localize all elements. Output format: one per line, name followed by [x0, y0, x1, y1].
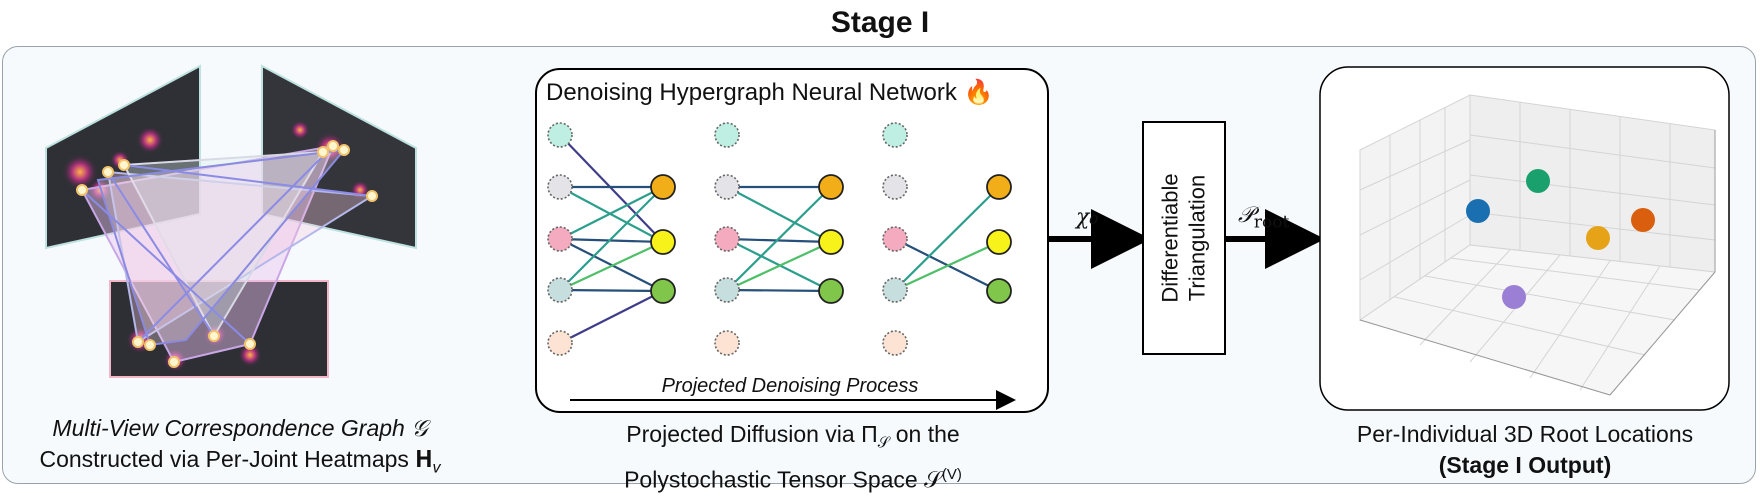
root-points [1466, 169, 1655, 309]
right-caption-line2: (Stage I Output) [1438, 452, 1612, 478]
source-node [882, 122, 908, 148]
hyperedge [726, 237, 832, 244]
network-title: Denoising Hypergraph Neural Network 🔥 [546, 78, 993, 107]
triangulation-line1: Differentiable [1158, 173, 1184, 303]
target-node [818, 229, 844, 255]
hyperedge [559, 186, 664, 240]
triangulation-line2: Triangulation [1185, 174, 1211, 302]
network-title-text: Denoising Hypergraph Neural Network [546, 79, 957, 106]
right-caption: Per-Individual 3D Root Locations (Stage … [1300, 419, 1750, 481]
target-node [818, 174, 844, 200]
target-node [818, 278, 844, 304]
middle-caption-line2: Polystochastic Tensor Space 𝒮(V) [624, 465, 962, 493]
triangulation-box [1142, 121, 1226, 355]
source-node [882, 226, 908, 252]
hyperedge [559, 134, 664, 243]
chi-label: χ₀ [1076, 205, 1099, 230]
hyperedge [894, 186, 1000, 291]
source-node [547, 330, 573, 356]
source-node [547, 277, 573, 303]
hyperedge [559, 186, 664, 291]
source-node [882, 277, 908, 303]
target-node [650, 229, 676, 255]
hyperedge [726, 241, 832, 291]
target-node [986, 229, 1012, 255]
hyperedge [559, 237, 664, 244]
p-root-label: 𝒫root [1238, 203, 1289, 232]
source-node [547, 122, 573, 148]
hypergraph-edges [559, 134, 1000, 344]
p-symbol: 𝒫 [1238, 203, 1254, 228]
hyperedge [726, 186, 832, 291]
hyperedge [894, 241, 1000, 291]
hyperedge [726, 186, 832, 243]
root-point-green [1526, 169, 1550, 193]
source-node [882, 174, 908, 200]
root-point-yellow-orange [1586, 226, 1610, 250]
target-node [650, 278, 676, 304]
hyperedge [726, 288, 832, 293]
hyperedge [559, 241, 664, 291]
correspondence-graph [45, 64, 417, 378]
root-point-orange [1631, 208, 1655, 232]
source-node [547, 226, 573, 252]
p-subscript: root [1253, 212, 1290, 233]
source-node [882, 330, 908, 356]
left-caption-line1: Multi-View Correspondence Graph 𝒢 [52, 415, 428, 441]
process-label: Projected Denoising Process [661, 375, 919, 397]
hyperedge [559, 290, 664, 344]
target-node [986, 174, 1012, 200]
fire-icon: 🔥 [963, 79, 994, 106]
target-node [650, 174, 676, 200]
source-node [547, 174, 573, 200]
right-caption-line1: Per-Individual 3D Root Locations [1356, 421, 1694, 447]
root-point-purple [1502, 285, 1526, 309]
middle-caption-line1: Projected Diffusion via Π𝒮 on the [626, 421, 960, 452]
left-caption: Multi-View Correspondence Graph 𝒢 Constr… [10, 413, 470, 484]
source-node [714, 174, 740, 200]
hyperedge [559, 186, 664, 243]
target-node [986, 278, 1012, 304]
stage-title: Stage I [830, 6, 930, 39]
source-node [714, 122, 740, 148]
source-node [714, 330, 740, 356]
source-node [714, 277, 740, 303]
hyperedge [559, 288, 664, 293]
hypergraph-nodes [547, 122, 1012, 356]
root-point-blue [1466, 199, 1490, 223]
left-caption-line2: Constructed via Per-Joint Heatmaps 𝐇v [39, 446, 441, 477]
middle-caption: Projected Diffusion via Π𝒮 on the Polyst… [540, 419, 1046, 495]
triangulation-label: Differentiable Triangulation [1143, 122, 1225, 354]
3d-axes [1358, 94, 1716, 396]
source-node [714, 226, 740, 252]
